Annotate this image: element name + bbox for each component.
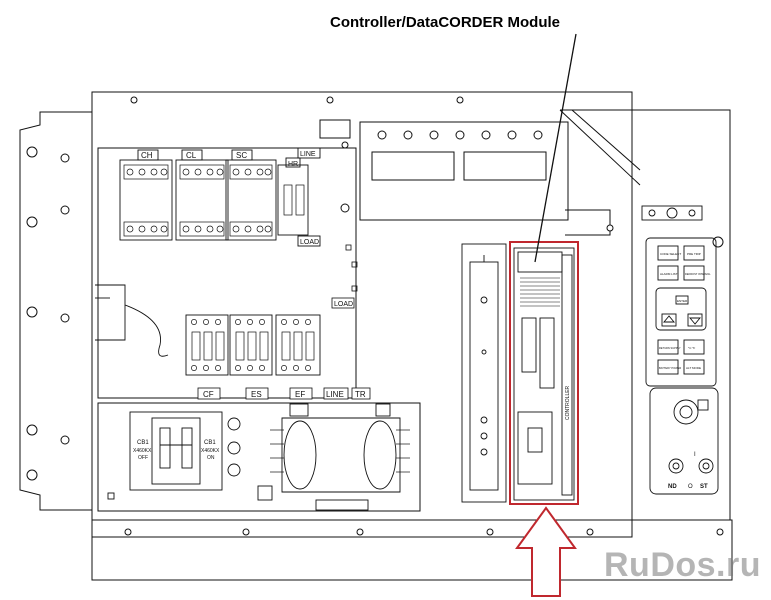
key-return-supply: RETURN SUPPLY bbox=[659, 346, 681, 350]
key-alt-mode: ALT MODE bbox=[686, 366, 701, 370]
callout-label: Controller/DataCORDER Module bbox=[330, 14, 561, 31]
right-enclosure bbox=[560, 109, 731, 521]
label-cf: CF bbox=[203, 390, 214, 399]
key-defrost-interval: DEFROST INTERVAL bbox=[685, 272, 711, 276]
watermark: RuDos.ru bbox=[604, 546, 761, 584]
controller-rack bbox=[461, 243, 575, 503]
label-tr: TR bbox=[355, 390, 366, 399]
pointer-arrow bbox=[515, 506, 577, 597]
mounting-holes bbox=[26, 96, 724, 536]
label-sc: SC bbox=[236, 151, 247, 160]
top-tab bbox=[319, 119, 351, 139]
slot-right bbox=[463, 151, 547, 181]
label-ch: CH bbox=[141, 151, 153, 160]
lower-base bbox=[91, 519, 733, 581]
slot-left bbox=[371, 151, 455, 181]
start-stop-switch bbox=[641, 205, 719, 495]
key-c-f: °C °F bbox=[688, 346, 695, 350]
key-battery-power: BATTERY POWER bbox=[659, 366, 681, 370]
contactor-bank-middle bbox=[95, 284, 321, 376]
callout-leader-line bbox=[534, 33, 577, 263]
label-controller-side: CONTROLLER bbox=[565, 385, 571, 420]
key-code-select: CODE SELECT bbox=[660, 252, 681, 256]
label-es: ES bbox=[251, 390, 262, 399]
keypad-module bbox=[645, 237, 717, 387]
label-ef: EF bbox=[295, 390, 305, 399]
transformer bbox=[270, 403, 410, 511]
label-cb-state-left: OFF bbox=[138, 455, 148, 461]
lower-panel bbox=[97, 402, 421, 512]
controller-highlight-box bbox=[509, 241, 579, 505]
keypad-key-labels: CODE SELECT PRE TRIP ALARM LIST DEFROST … bbox=[659, 252, 711, 370]
switch-label-o: O bbox=[688, 484, 693, 490]
label-cb-model-left: X460KX bbox=[133, 448, 152, 454]
key-enter: ENTER bbox=[677, 299, 688, 303]
label-cb1-left: CB1 bbox=[137, 440, 149, 446]
label-line-bottom: LINE bbox=[326, 390, 344, 399]
key-pre-trip: PRE TRIP bbox=[687, 252, 701, 256]
switch-label-st: ST bbox=[700, 484, 708, 490]
upper-bracket bbox=[359, 121, 569, 221]
panel-markers bbox=[331, 244, 358, 309]
housing bbox=[19, 91, 733, 581]
label-load-mid: LOAD bbox=[334, 301, 353, 308]
circuit-breaker bbox=[107, 411, 273, 501]
switch-label-nd: ND bbox=[668, 484, 677, 490]
label-line-top: LINE bbox=[300, 151, 316, 158]
label-cl: CL bbox=[186, 151, 197, 160]
lower-label-boxes bbox=[197, 387, 371, 400]
label-cb-state-right: ON bbox=[207, 455, 215, 461]
main-panel-outline bbox=[91, 91, 633, 538]
label-cb1-right: CB1 bbox=[204, 440, 216, 446]
label-load-top: LOAD bbox=[300, 239, 319, 246]
label-hr: HR bbox=[288, 161, 298, 168]
label-cb-model-right: X460KX bbox=[201, 448, 220, 454]
inner-panel bbox=[97, 147, 357, 399]
switch-label-i: I bbox=[694, 452, 696, 458]
contactor-bank-top bbox=[119, 147, 321, 247]
left-flange bbox=[19, 111, 92, 511]
key-alarm-list: ALARM LIST bbox=[660, 272, 678, 276]
contactor-labels-top: CH CL SC HR LINE LOAD bbox=[141, 151, 319, 246]
